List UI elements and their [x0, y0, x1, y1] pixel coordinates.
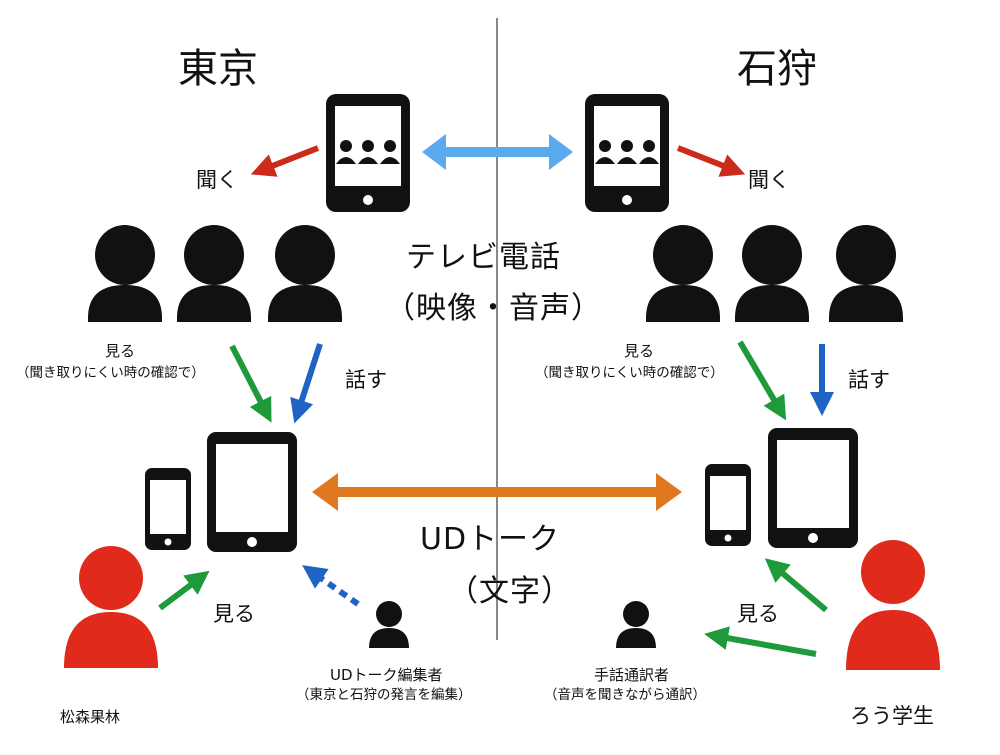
- interpreter-title: 手話通訳者: [594, 666, 670, 684]
- right-red-person-icon: [846, 540, 940, 670]
- person-icon: [268, 225, 342, 322]
- right-listen-arrow-icon: [676, 145, 746, 177]
- left-speak-arrow-icon: [290, 343, 323, 424]
- left-people-group: [88, 225, 342, 322]
- tv-phone-arrow-icon: [422, 134, 573, 170]
- tv-phone-detail-label: （映像・音声）: [385, 291, 602, 326]
- right-view-arrow-icon: [737, 340, 787, 421]
- right-speak-label: 話す: [848, 368, 890, 392]
- right-view2-label: 見る: [737, 602, 779, 626]
- person-icon: [735, 225, 809, 322]
- left-view-note: （聞き取りにくい時の確認で）: [16, 365, 205, 381]
- person-icon: [88, 225, 162, 322]
- left-video-phone-icon: [326, 94, 410, 212]
- editor-dotted-arrow-icon: [302, 565, 360, 607]
- udtalk-arrow-icon: [312, 473, 682, 511]
- person-icon: [829, 225, 903, 322]
- right-view-note: （聞き取りにくい時の確認で）: [535, 365, 724, 381]
- right-smartphone-icon: [705, 464, 751, 546]
- left-view2-label: 見る: [213, 602, 255, 626]
- left-view-arrow-icon: [229, 344, 272, 423]
- editor-person-icon: [369, 601, 409, 648]
- left-view2-arrow-icon: [158, 570, 210, 611]
- right-view-label: 見る: [624, 342, 655, 360]
- right-listen-label: 聞く: [748, 168, 790, 192]
- interpreter-note: （音声を聞きながら通訳）: [544, 687, 706, 703]
- left-listen-label: 聞く: [196, 168, 238, 192]
- person-icon: [177, 225, 251, 322]
- right-person-name: ろう学生: [850, 704, 934, 728]
- left-speak-label: 話す: [345, 368, 387, 392]
- udtalk-label: UDトーク: [420, 522, 561, 557]
- editor-title: UDトーク編集者: [330, 666, 443, 684]
- left-person-name: 松森果林: [60, 708, 121, 726]
- left-listen-arrow-icon: [250, 145, 320, 177]
- right-people-group: [646, 225, 903, 322]
- person-icon: [646, 225, 720, 322]
- interpreter-person-icon: [616, 601, 656, 648]
- left-tablet-icon: [207, 432, 297, 552]
- right-view2-arrow-icon: [764, 558, 828, 613]
- interpreter-arrow-icon: [704, 626, 817, 657]
- left-red-person-icon: [64, 546, 158, 668]
- tv-phone-label: テレビ電話: [406, 240, 561, 275]
- left-smartphone-icon: [145, 468, 191, 550]
- udtalk-detail-label: （文字）: [448, 574, 572, 609]
- left-city-title: 東京: [178, 46, 258, 92]
- right-tablet-icon: [768, 428, 858, 548]
- right-video-phone-icon: [585, 94, 669, 212]
- editor-note: （東京と石狩の発言を編集）: [296, 687, 472, 703]
- right-city-title: 石狩: [737, 46, 817, 92]
- left-view-label: 見る: [105, 342, 136, 360]
